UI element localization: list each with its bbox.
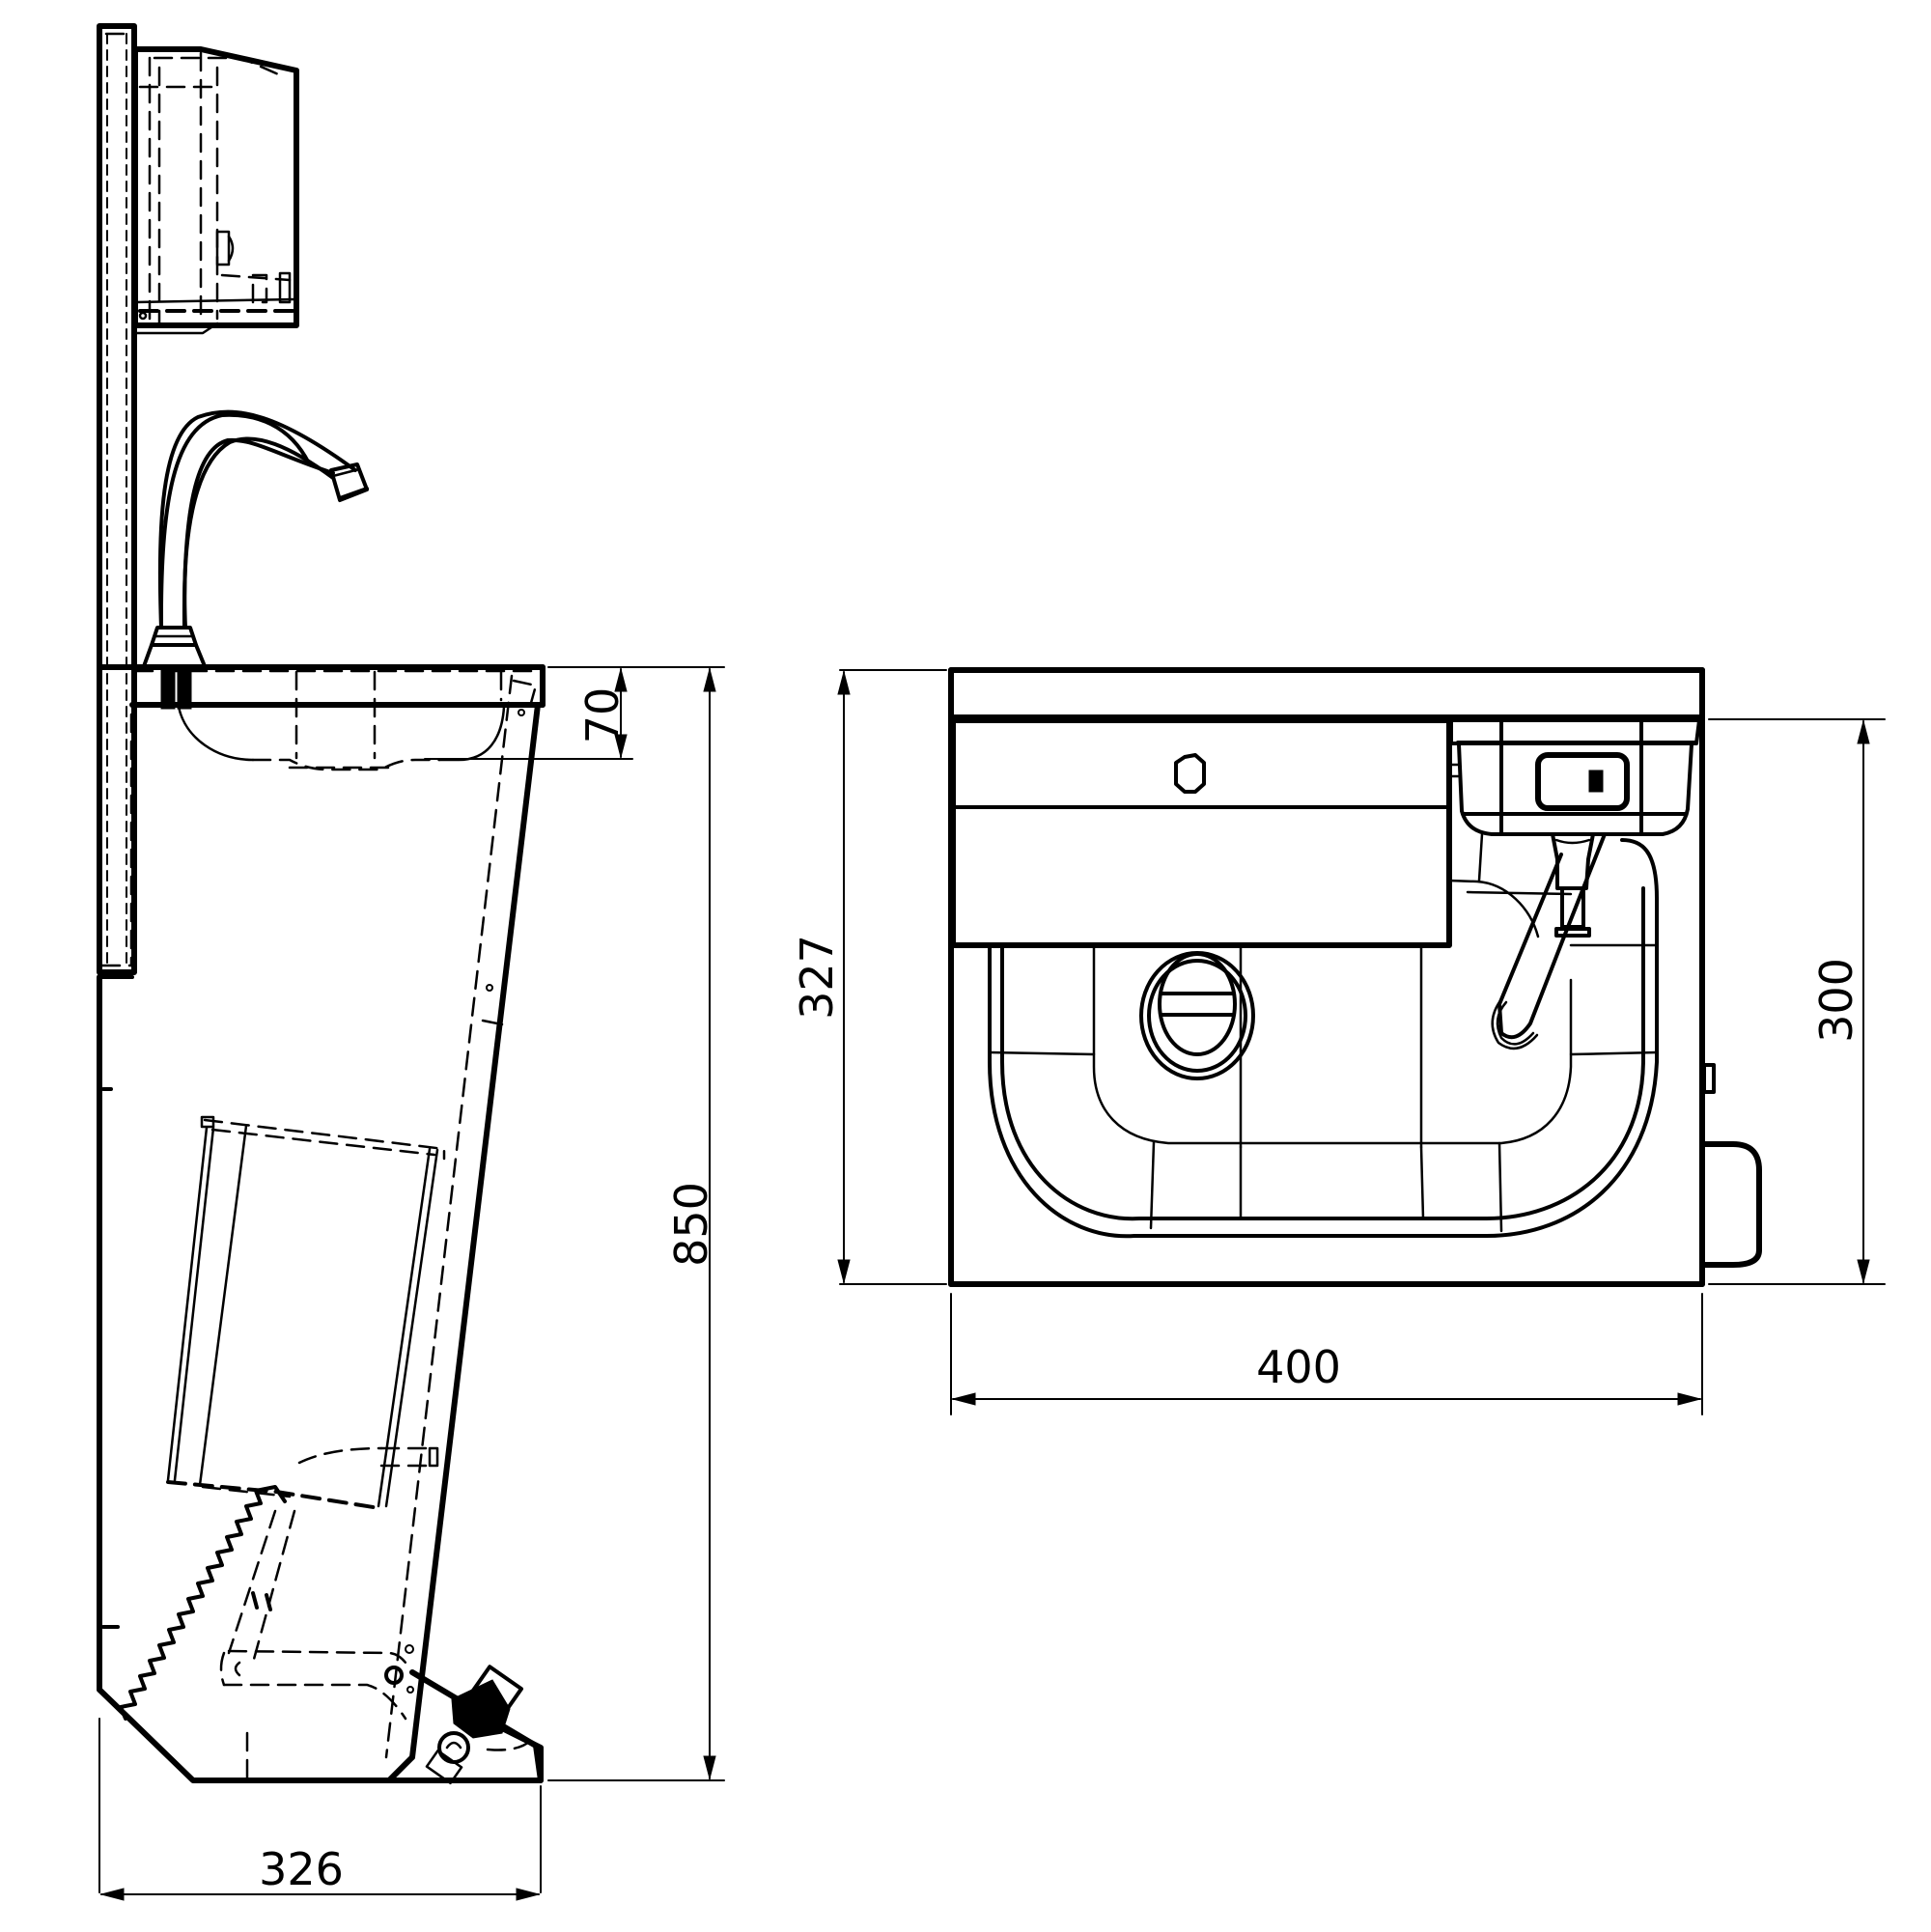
- plan-outline: [948, 667, 1705, 1287]
- top-plan-view: [837, 667, 1886, 1415]
- waste-bin: [166, 1115, 446, 1510]
- dim-label-overall-depth-top: 327: [791, 935, 843, 1020]
- dim-label-basin-depth-side: 70: [576, 687, 629, 744]
- cabinet-body: [97, 674, 544, 1783]
- soap-window: [1535, 752, 1630, 811]
- dispenser-lock-icon: [1174, 753, 1206, 794]
- valve-assembly: [409, 1665, 544, 1785]
- soap-dispenser: [1449, 718, 1701, 836]
- side-dimensions: [98, 666, 725, 1901]
- basin: [98, 664, 546, 771]
- towel-dispenser: [132, 46, 299, 335]
- gooseneck-faucet: [142, 409, 369, 668]
- basin-bowl: [988, 832, 1659, 1239]
- dim-label-total-height: 850: [665, 1182, 717, 1267]
- return-spring: [119, 1485, 287, 1721]
- dim-label-total-depth: 326: [259, 1843, 344, 1895]
- wall-backplate: [97, 23, 137, 979]
- faucet-spout-top: [1491, 832, 1607, 1050]
- knee-pad: [1701, 1141, 1762, 1268]
- dim-label-basin-depth-top: 300: [1810, 958, 1862, 1043]
- side-elevation-view: [97, 23, 725, 1901]
- side-button: [1702, 1063, 1716, 1094]
- dim-label-width: 400: [1256, 1341, 1341, 1393]
- top-dimensions: [837, 669, 1886, 1415]
- drain: [1139, 951, 1255, 1080]
- towel-dispenser-top: [950, 717, 1452, 948]
- soap-level-indicator: [1588, 770, 1604, 793]
- knee-pedal-lever: [219, 1509, 414, 1721]
